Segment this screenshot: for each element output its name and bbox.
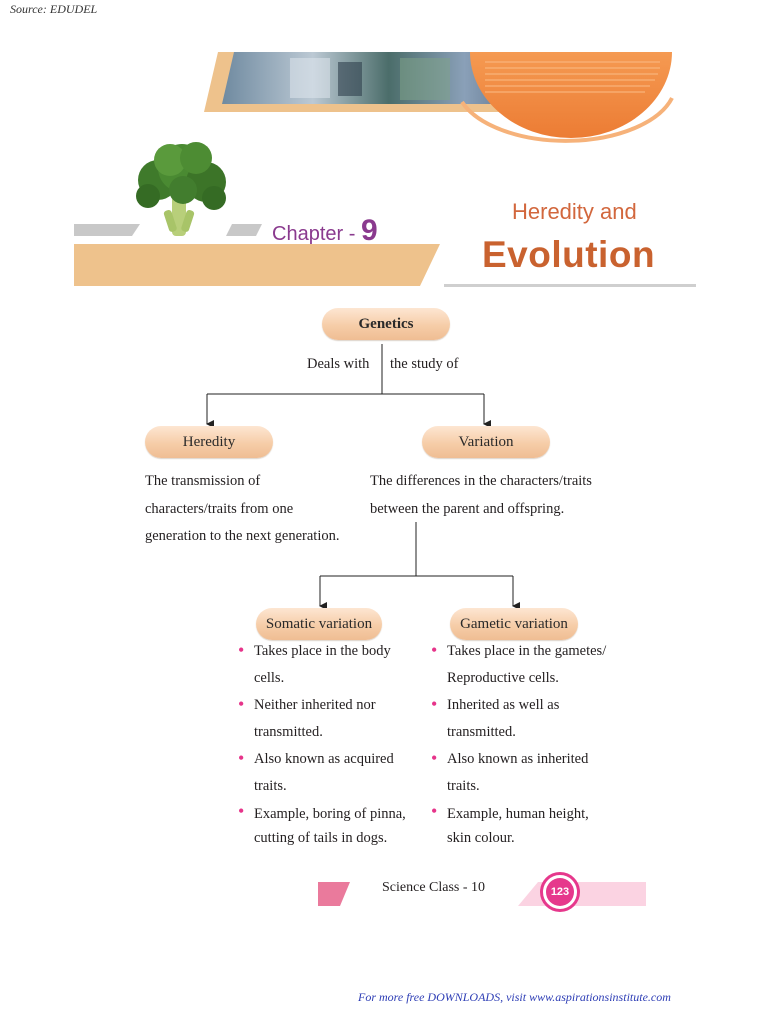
source-note: Source: EDUDEL	[10, 2, 98, 16]
list-item: Takes place in the gametes/Reproductive …	[431, 637, 631, 692]
variation-line: between the parent and offspring.	[370, 500, 565, 517]
variation-definition: The differences in the characters/traits…	[370, 468, 592, 523]
download-link[interactable]: For more free DOWNLOADS, visit www.aspir…	[358, 990, 671, 1004]
heredity-line: generation to the next generation.	[145, 528, 340, 544]
grey-strip-right	[226, 224, 262, 236]
page-number-badge: 123	[540, 872, 580, 912]
genetics-node: Genetics	[322, 308, 450, 340]
link-study-of: the study of	[390, 356, 459, 372]
footer-class-label: Science Class - 10	[382, 880, 486, 895]
chapter-number: 9	[360, 214, 378, 247]
page-number: 123	[546, 878, 574, 906]
title-rule	[444, 284, 696, 287]
heredity-definition: The transmission of characters/traits fr…	[145, 468, 339, 551]
header-decoration	[74, 52, 696, 287]
title-line-1: Heredity and	[512, 199, 637, 224]
chapter-heading: Chapter - 9	[272, 214, 378, 248]
gametic-list: Takes place in the gametes/Reproductive …	[431, 637, 631, 850]
list-item: Example, human height,skin colour.	[431, 799, 631, 850]
variation-node: Variation	[422, 426, 550, 458]
variation-line: The differences in the characters/traits	[370, 473, 592, 489]
chapter-word: Chapter -	[272, 223, 356, 245]
chapter-band	[74, 244, 440, 286]
broccoli-icon	[136, 142, 226, 236]
footer-pink-tab	[318, 882, 350, 906]
heredity-node: Heredity	[145, 426, 273, 458]
heredity-line: characters/traits from one	[145, 500, 294, 517]
heredity-line: The transmission of	[145, 473, 261, 489]
grey-strip-left	[74, 224, 140, 236]
list-item: Example, boring of pinna,cutting of tail…	[238, 799, 428, 850]
title-line-2: Evolution	[482, 234, 656, 275]
link-deals-with: Deals with	[307, 356, 370, 372]
gametic-variation-node: Gametic variation	[450, 608, 578, 640]
footer-pink-band	[518, 882, 646, 906]
somatic-variation-node: Somatic variation	[256, 608, 382, 640]
